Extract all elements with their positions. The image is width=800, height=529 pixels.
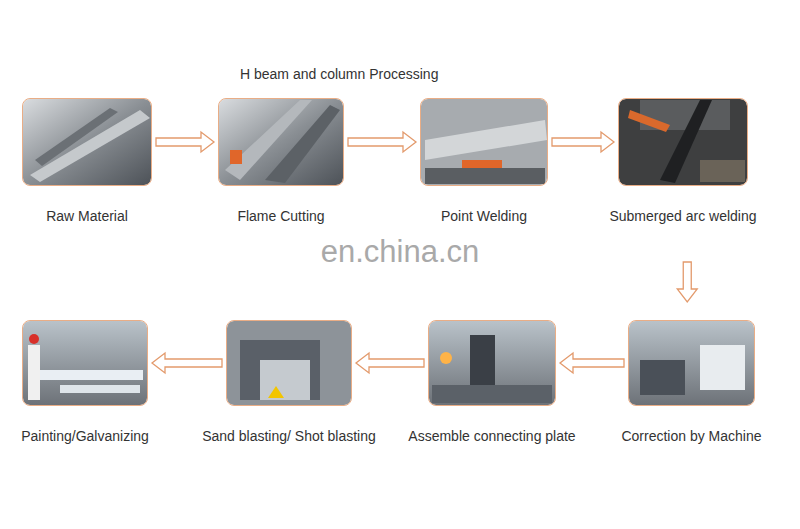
- step-label: Raw Material: [46, 208, 128, 224]
- photo-painting-galvanizing: [23, 321, 147, 405]
- photo-raw-material: [23, 99, 151, 185]
- photo-frame: [226, 320, 352, 406]
- photo-frame: [218, 98, 344, 186]
- process-step: Flame Cutting: [218, 98, 344, 224]
- photo-frame: [22, 320, 148, 406]
- step-label: Sand blasting/ Shot blasting: [202, 428, 376, 444]
- diagram-title: H beam and column Processing: [240, 66, 438, 82]
- photo-frame: [428, 320, 556, 406]
- block-arrow: [152, 353, 222, 373]
- step-label: Submerged arc welding: [609, 208, 756, 224]
- process-step: Point Welding: [420, 98, 548, 224]
- photo-flame-cutting: [219, 99, 343, 185]
- photo-correction-by-machine: [629, 321, 754, 405]
- block-arrow: [356, 353, 424, 373]
- process-step: Sand blasting/ Shot blasting: [226, 320, 352, 444]
- process-step: Assemble connecting plate: [428, 320, 556, 444]
- process-step: Painting/Galvanizing: [22, 320, 148, 444]
- process-step: Correction by Machine: [628, 320, 755, 444]
- process-step: Raw Material: [22, 98, 152, 224]
- block-arrow: [677, 262, 697, 302]
- photo-point-welding: [421, 99, 547, 185]
- step-label: Correction by Machine: [621, 428, 761, 444]
- photo-assemble-connecting-plate: [429, 321, 555, 405]
- photo-frame: [618, 98, 748, 186]
- process-step: Submerged arc welding: [618, 98, 748, 224]
- photo-frame: [22, 98, 152, 186]
- watermark: en.china.cn: [321, 234, 480, 270]
- block-arrow: [348, 132, 416, 152]
- block-arrow: [156, 132, 214, 152]
- step-label: Assemble connecting plate: [408, 428, 575, 444]
- step-label: Point Welding: [441, 208, 527, 224]
- photo-sand-blasting: [227, 321, 351, 405]
- step-label: Painting/Galvanizing: [21, 428, 149, 444]
- photo-submerged-arc-welding: [619, 99, 747, 185]
- block-arrow: [560, 353, 624, 373]
- step-label: Flame Cutting: [237, 208, 324, 224]
- photo-frame: [420, 98, 548, 186]
- block-arrow: [552, 132, 614, 152]
- photo-frame: [628, 320, 755, 406]
